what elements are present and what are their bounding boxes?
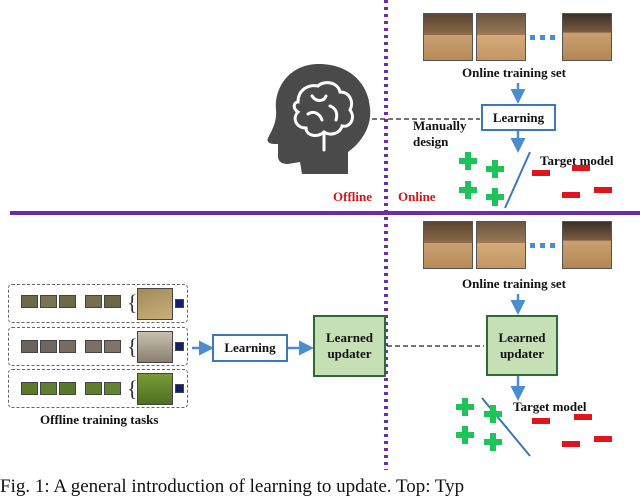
top-decision-boundary [504,151,531,209]
top-frame-3 [562,13,612,61]
bottom-frame-3 [562,221,612,269]
online-label: Online [398,189,436,204]
task2-thumb-5 [104,340,121,353]
task1-brace: { [127,290,138,315]
top-positive-samples [459,152,504,206]
figure-caption: Fig. 1: A general introduction of learni… [0,476,465,497]
task2-thumb-2 [40,340,57,353]
offline-label: Offline [333,189,372,204]
top-negative-samples [532,165,612,198]
offline-task-row-1: { [8,284,188,323]
task1-thumb-5 [104,295,121,308]
task1-thumb-1 [21,295,38,308]
bottom-target-model-label: Target model [513,399,587,414]
offline-training-tasks-label: Offline training tasks [40,412,159,427]
task3-thumb-2 [40,382,57,395]
left-learned-updater-box: Learned updater [313,315,386,377]
top-target-model-label: Target model [540,153,614,168]
right-learned-updater-box: Learned updater [486,315,558,376]
top-frame-1 [423,13,473,61]
task3-brace: { [127,376,138,401]
top-frame-2 [476,13,526,61]
bottom-online-training-set-label: Online training set [462,276,567,291]
task3-thumb-4 [85,382,102,395]
manually-design-label: Manually design [413,118,467,150]
task3-thumb-5 [104,382,121,395]
top-filmstrip-ellipsis [530,35,555,40]
task2-thumb-1 [21,340,38,353]
task1-thumb-2 [40,295,57,308]
top-learning-box: Learning [481,104,556,131]
task1-target-image [137,288,173,320]
bottom-frame-1 [423,221,473,269]
task2-thumb-3 [59,340,76,353]
bottom-learning-box: Learning [212,334,288,362]
task2-label-icon [175,342,184,351]
task3-label-icon [175,384,184,393]
bottom-frame-2 [476,221,526,269]
task1-label-icon [175,299,184,308]
task3-target-image [137,373,173,405]
brain-head-icon [267,64,371,174]
task3-thumb-1 [21,382,38,395]
task2-thumb-4 [85,340,102,353]
task1-thumb-4 [85,295,102,308]
top-online-training-set-label: Online training set [462,65,567,80]
offline-task-row-3: { [8,369,188,408]
bottom-positive-samples [456,398,502,451]
task2-target-image [137,331,173,363]
bottom-filmstrip-ellipsis [530,243,555,248]
bottom-negative-samples [532,414,612,447]
offline-task-row-2: { [8,327,188,366]
task3-thumb-3 [59,382,76,395]
task2-brace: { [127,334,138,359]
task1-thumb-3 [59,295,76,308]
